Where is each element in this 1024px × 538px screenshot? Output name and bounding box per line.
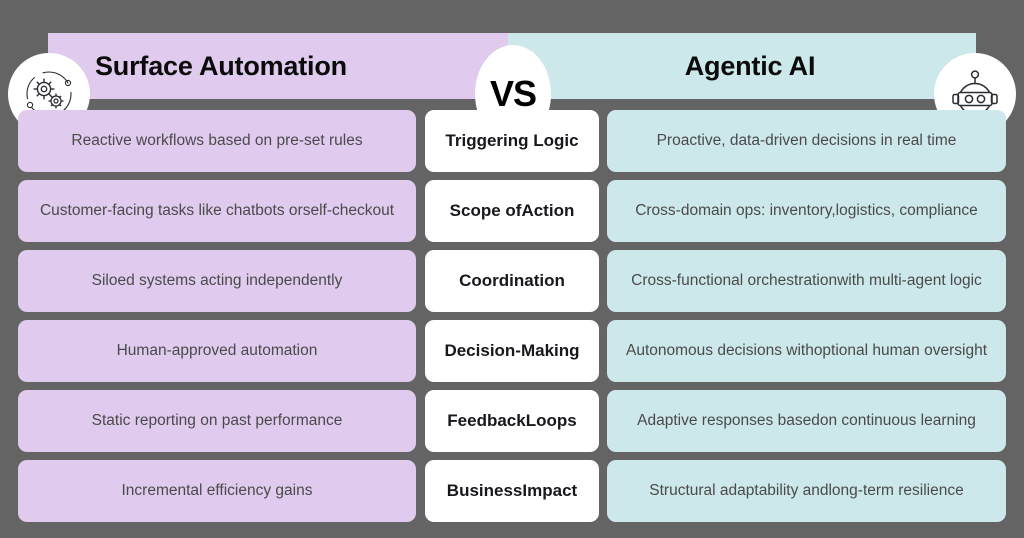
header: Surface Automation Agentic AI xyxy=(0,33,1024,143)
row-left-cell: Reactive workflows based on pre-set rule… xyxy=(18,110,416,172)
row-right-cell: Cross-domain ops: inventory,logistics, c… xyxy=(607,180,1006,242)
row-left-cell: Incremental efficiency gains xyxy=(18,460,416,522)
row-right-cell: Proactive, data-driven decisions in real… xyxy=(607,110,1006,172)
row-left-cell: Siloed systems acting independently xyxy=(18,250,416,312)
header-title-left: Surface Automation xyxy=(95,50,347,81)
table-row: Static reporting on past performance Fee… xyxy=(0,390,1024,452)
table-row: Reactive workflows based on pre-set rule… xyxy=(0,110,1024,172)
row-category-label: Coordination xyxy=(425,250,599,312)
header-band-right xyxy=(508,33,976,99)
table-row: Human-approved automation Decision-Makin… xyxy=(0,320,1024,382)
header-title-right: Agentic AI xyxy=(684,50,816,81)
table-row: Siloed systems acting independently Coor… xyxy=(0,250,1024,312)
header-band-left xyxy=(48,33,516,99)
comparison-rows: Reactive workflows based on pre-set rule… xyxy=(0,110,1024,530)
row-left-cell: Static reporting on past performance xyxy=(18,390,416,452)
row-left-cell: Human-approved automation xyxy=(18,320,416,382)
versus-label: VS xyxy=(489,73,537,114)
row-category-label: Decision-Making xyxy=(425,320,599,382)
row-category-label: Triggering Logic xyxy=(425,110,599,172)
